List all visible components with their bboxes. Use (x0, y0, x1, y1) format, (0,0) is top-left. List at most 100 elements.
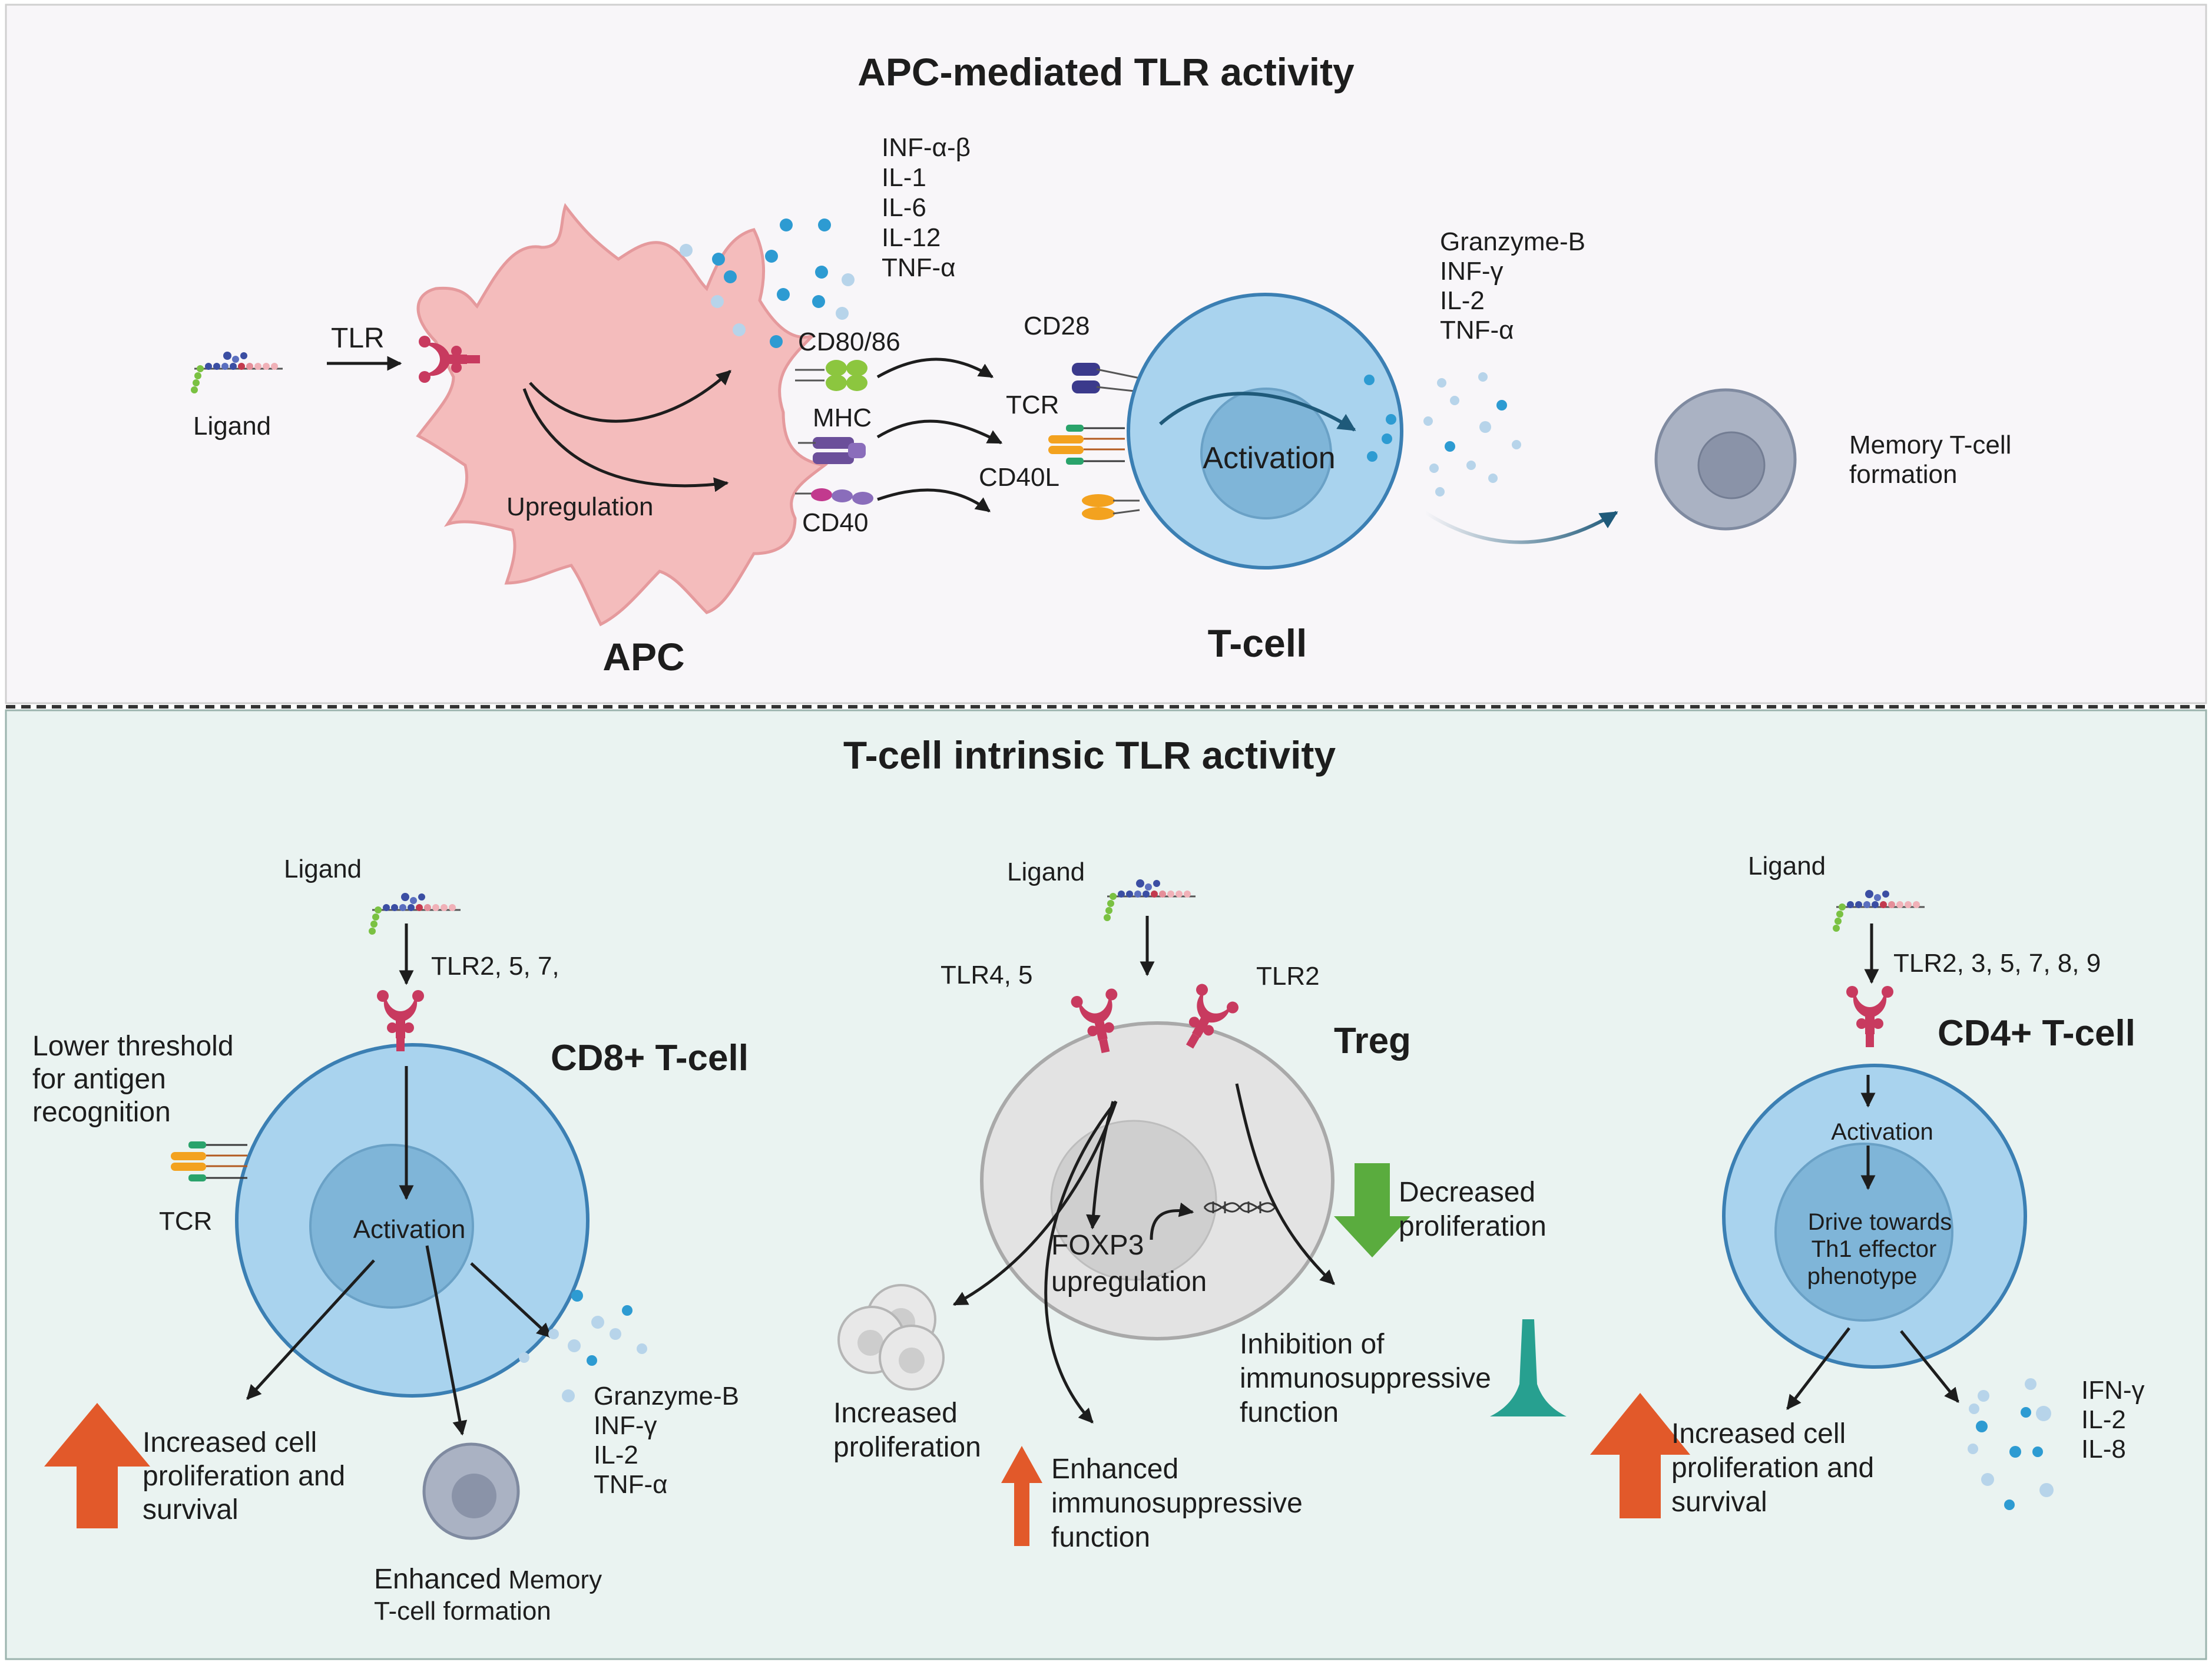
cd4-cell-label: CD4+ T-cell (1938, 1013, 2135, 1054)
cd40l-molecule-icon (1082, 494, 1140, 520)
cd4-cytokine-2: IL-2 (2081, 1405, 2126, 1434)
apc-cytokine-dots (680, 219, 855, 348)
ligand-label: Ligand (193, 412, 271, 441)
upregulation-arrow-upper (529, 370, 731, 423)
treg-enhanced-arrow (1044, 1100, 1117, 1424)
treg-foxp3-line1: FOXP3 (1051, 1230, 1144, 1261)
cd8-memory-word-memory: Memory (508, 1565, 602, 1594)
treg-down-arrow-icon (1334, 1163, 1410, 1257)
cd40-molecule-icon (795, 488, 873, 505)
mhc-to-tcr-arrow (876, 419, 1003, 445)
cd4-ligand-label: Ligand (1748, 852, 1826, 881)
cd4-increase-line1: Increased cell (1671, 1418, 1846, 1449)
treg-proliferating-cells-icon (837, 1284, 945, 1391)
treg-up-arrow-icon (1001, 1446, 1042, 1546)
cd4-drive-line1: Drive towards (1808, 1209, 1952, 1235)
cd28-molecule-icon (1072, 363, 1140, 393)
upregulation-label: Upregulation (506, 492, 654, 521)
treg-dna-arrow (1150, 1202, 1194, 1240)
cd4-tlr-label: TLR2, 3, 5, 7, 8, 9 (1893, 949, 2101, 978)
cd4-cytokine-1: IFN-γ (2081, 1376, 2145, 1405)
cd80-86-label: CD80/86 (798, 327, 900, 356)
cd8-increase-line3: survival (143, 1494, 239, 1525)
treg-increased-line1: Increased (833, 1398, 958, 1429)
treg-tlr-left-label: TLR4, 5 (941, 961, 1033, 989)
treg-enhanced-line2: immunosuppressive (1051, 1488, 1303, 1519)
memory-tcell-nucleus (1697, 431, 1766, 499)
treg-inhibition-line1: Inhibition of (1240, 1329, 1385, 1360)
treg-ligand-label: Ligand (1007, 858, 1085, 886)
cd8-tlr-label: TLR2, 5, 7, (431, 952, 559, 981)
tcell-activation-arrow (1159, 392, 1356, 432)
cd8-activation-label: Activation (353, 1215, 466, 1244)
treg-cell-label: Treg (1334, 1021, 1411, 1061)
cd4-activation-label: Activation (1831, 1119, 1933, 1145)
cd8-increase-arrow (246, 1259, 375, 1400)
cd4-increase-arrow (1786, 1327, 1850, 1410)
apc-cytokine-1: INF-α-β (882, 133, 971, 162)
cd8-cytokine-dots (519, 1290, 647, 1402)
cd8-memory-cell-nucleus (452, 1474, 496, 1518)
cd8-increase-line1: Increased cell (143, 1427, 317, 1458)
cd8-cytokine-2: INF-γ (594, 1411, 657, 1440)
tcell-cytokine-2: INF-γ (1440, 257, 1504, 286)
cd80-to-cd28-arrow (876, 358, 994, 379)
cd8-threshold-line1: Lower threshold (32, 1031, 234, 1062)
treg-increased-line2: proliferation (833, 1432, 981, 1463)
cd28-label: CD28 (1024, 312, 1090, 340)
cd4-increase-line2: proliferation and (1671, 1452, 1874, 1484)
cd8-cell-label: CD8+ T-cell (551, 1038, 749, 1078)
cd8-cytokine-arrow (470, 1262, 552, 1338)
cd8-memory-arrow (425, 1245, 468, 1436)
treg-tlr-right-label: TLR2 (1256, 962, 1320, 991)
apc-label: APC (602, 635, 684, 678)
treg-decreased-line2: proliferation (1399, 1211, 1547, 1242)
cd4-cell-nucleus (1774, 1143, 1953, 1322)
upregulation-arrow-lower (522, 388, 729, 492)
memory-label-line1: Memory T-cell (1849, 431, 2011, 459)
cd8-threshold-line2: for antigen (32, 1064, 166, 1095)
dna-icon (1203, 1201, 1276, 1213)
treg-inhibition-line2: immunosuppressive (1240, 1363, 1491, 1394)
tlr-label: TLR (331, 323, 385, 354)
top-panel (5, 4, 2207, 704)
cd8-cytokine-1: Granzyme-B (594, 1382, 739, 1411)
mhc-label: MHC (813, 403, 872, 432)
tcell-activation-label: Activation (1203, 441, 1335, 475)
mhc-molecule-icon (798, 437, 866, 464)
cd4-up-arrow-icon (1590, 1393, 1690, 1518)
cd8-ligand-label: Ligand (284, 855, 362, 883)
cd4-drive-line2: Th1 effector (1812, 1236, 1937, 1262)
treg-enhanced-line3: function (1051, 1522, 1150, 1553)
treg-inhibition-line3: function (1240, 1397, 1339, 1428)
treg-foxp3-line2: upregulation (1051, 1266, 1207, 1297)
cd8-tcr-label: TCR (159, 1207, 212, 1236)
tcell-cytokine-4: TNF-α (1440, 316, 1514, 345)
cd80-86-molecule-icon (795, 360, 867, 391)
cd8-memory-word-enhanced: Enhanced (374, 1564, 501, 1595)
top-panel-title: APC-mediated TLR activity (857, 50, 1355, 94)
cd8-memory-line2: T-cell formation (374, 1597, 551, 1626)
memory-arrow (1424, 511, 1618, 544)
apc-cytokine-4: IL-12 (882, 223, 941, 252)
apc-cytokine-5: TNF-α (882, 253, 956, 282)
cd8-cytokine-4: TNF-α (594, 1470, 668, 1499)
treg-inhibit-icon (1490, 1319, 1567, 1416)
bottom-panel-title: T-cell intrinsic TLR activity (843, 733, 1336, 777)
tcell-label: T-cell (1208, 621, 1307, 665)
treg-inhibition-arrow (1235, 1083, 1335, 1285)
apc-cell (416, 203, 829, 627)
tcell-nucleus (1200, 388, 1332, 519)
tcell-cytokine-dots (1364, 372, 1521, 496)
treg-decreased-line1: Decreased (1399, 1177, 1535, 1208)
cd40-to-cd40l-arrow (877, 488, 991, 512)
cd8-cytokine-3: IL-2 (594, 1441, 638, 1469)
treg-enhanced-line1: Enhanced (1051, 1454, 1178, 1485)
cd8-increase-line2: proliferation and (143, 1461, 345, 1492)
cd40-label: CD40 (802, 508, 869, 537)
cd40l-label: CD40L (979, 463, 1059, 492)
cd4-cytokine-3: IL-8 (2081, 1435, 2126, 1464)
cd8-up-arrow-icon (44, 1403, 150, 1528)
